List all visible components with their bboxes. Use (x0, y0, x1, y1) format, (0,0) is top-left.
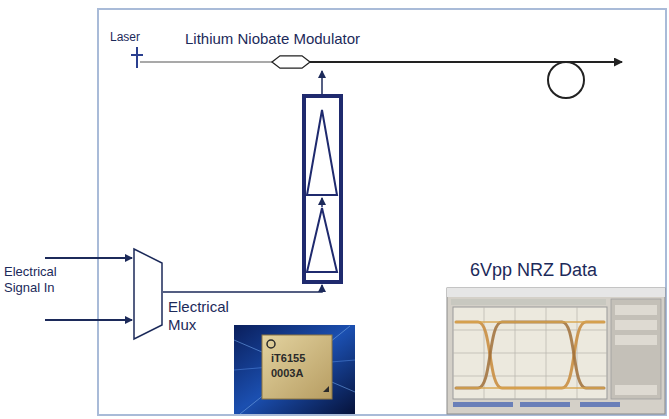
optical-input-line (140, 61, 272, 62)
amplifier-triangle (307, 110, 337, 195)
chip-marking: 0003A (271, 367, 303, 380)
driver-amplifier-box (304, 96, 341, 282)
mach-zehnder-hexagon (272, 56, 310, 68)
oscilloscope-screenshot (447, 288, 665, 414)
chip-marking: iT6155 (271, 352, 305, 365)
laser-symbol (131, 47, 143, 68)
chip-photo (234, 325, 355, 414)
amplifier-triangle (307, 208, 337, 272)
mach-zehnder-hexagon-svg (272, 55, 310, 69)
laser-label: Laser (110, 30, 140, 44)
node-heading: Electrical Mux (168, 298, 242, 334)
mux-trapezoid-svg (133, 248, 163, 340)
input-arrow (45, 257, 132, 259)
input-arrow (45, 319, 132, 321)
mux-node: Electrical Mux (130, 246, 255, 342)
mux-trapezoid (134, 249, 162, 339)
fiber-coil (548, 62, 584, 98)
input-label: Electrical Signal In (4, 264, 66, 296)
drive-arrow (321, 71, 323, 94)
modulator-node: Lithium Niobate Modulator (185, 30, 385, 72)
stage-arrow (321, 198, 323, 207)
panel-border (98, 9, 666, 415)
eye-diagram-title: 6Vpp NRZ Data (470, 259, 597, 281)
mux-output-wire (163, 285, 322, 292)
node-heading: Lithium Niobate Modulator (185, 30, 360, 48)
optical-output-arrow (310, 61, 622, 63)
